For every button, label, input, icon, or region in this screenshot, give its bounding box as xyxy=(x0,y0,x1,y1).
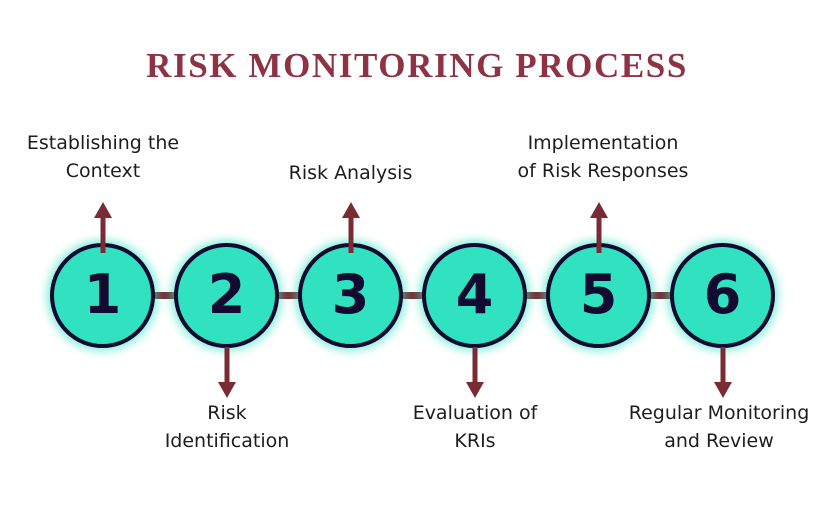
step-label-1: Establishing the Context xyxy=(26,132,180,182)
step-node-5[interactable]: 5 xyxy=(546,243,651,348)
step-node-4[interactable]: 4 xyxy=(422,243,527,348)
step-circle-3[interactable]: 3 xyxy=(298,243,403,348)
step-label-5: Implementation of Risk Responses xyxy=(517,132,689,182)
step-node-1[interactable]: 1 xyxy=(50,243,155,348)
connector-2-3 xyxy=(275,292,304,299)
arrow-down-4 xyxy=(463,347,487,401)
connector-3-4 xyxy=(399,292,428,299)
step-node-6[interactable]: 6 xyxy=(670,243,775,348)
step-number-3: 3 xyxy=(331,262,370,326)
step-circle-1[interactable]: 1 xyxy=(50,243,155,348)
step-label-3: Risk Analysis xyxy=(288,162,413,184)
step-circle-4[interactable]: 4 xyxy=(422,243,527,348)
arrow-down-6 xyxy=(711,347,735,401)
step-circle-5[interactable]: 5 xyxy=(546,243,651,348)
step-circle-6[interactable]: 6 xyxy=(670,243,775,348)
step-label-6: Regular Monitoring and Review xyxy=(628,402,810,452)
step-number-5: 5 xyxy=(579,262,618,326)
connector-1-2 xyxy=(151,292,180,299)
connector-5-6 xyxy=(647,292,676,299)
arrow-down-2 xyxy=(215,347,239,401)
step-label-4: Evaluation of KRIs xyxy=(412,402,538,452)
arrow-up-3 xyxy=(339,199,363,253)
step-number-4: 4 xyxy=(455,262,494,326)
step-number-1: 1 xyxy=(83,262,122,326)
step-label-2: Risk Identification xyxy=(164,402,290,452)
step-node-3[interactable]: 3 xyxy=(298,243,403,348)
arrow-up-5 xyxy=(587,199,611,253)
arrow-up-1 xyxy=(91,199,115,253)
page-title: RISK MONITORING PROCESS xyxy=(146,46,688,85)
connector-4-5 xyxy=(523,292,552,299)
step-node-2[interactable]: 2 xyxy=(174,243,279,348)
step-circle-2[interactable]: 2 xyxy=(174,243,279,348)
step-number-6: 6 xyxy=(703,262,742,326)
step-number-2: 2 xyxy=(207,262,246,326)
